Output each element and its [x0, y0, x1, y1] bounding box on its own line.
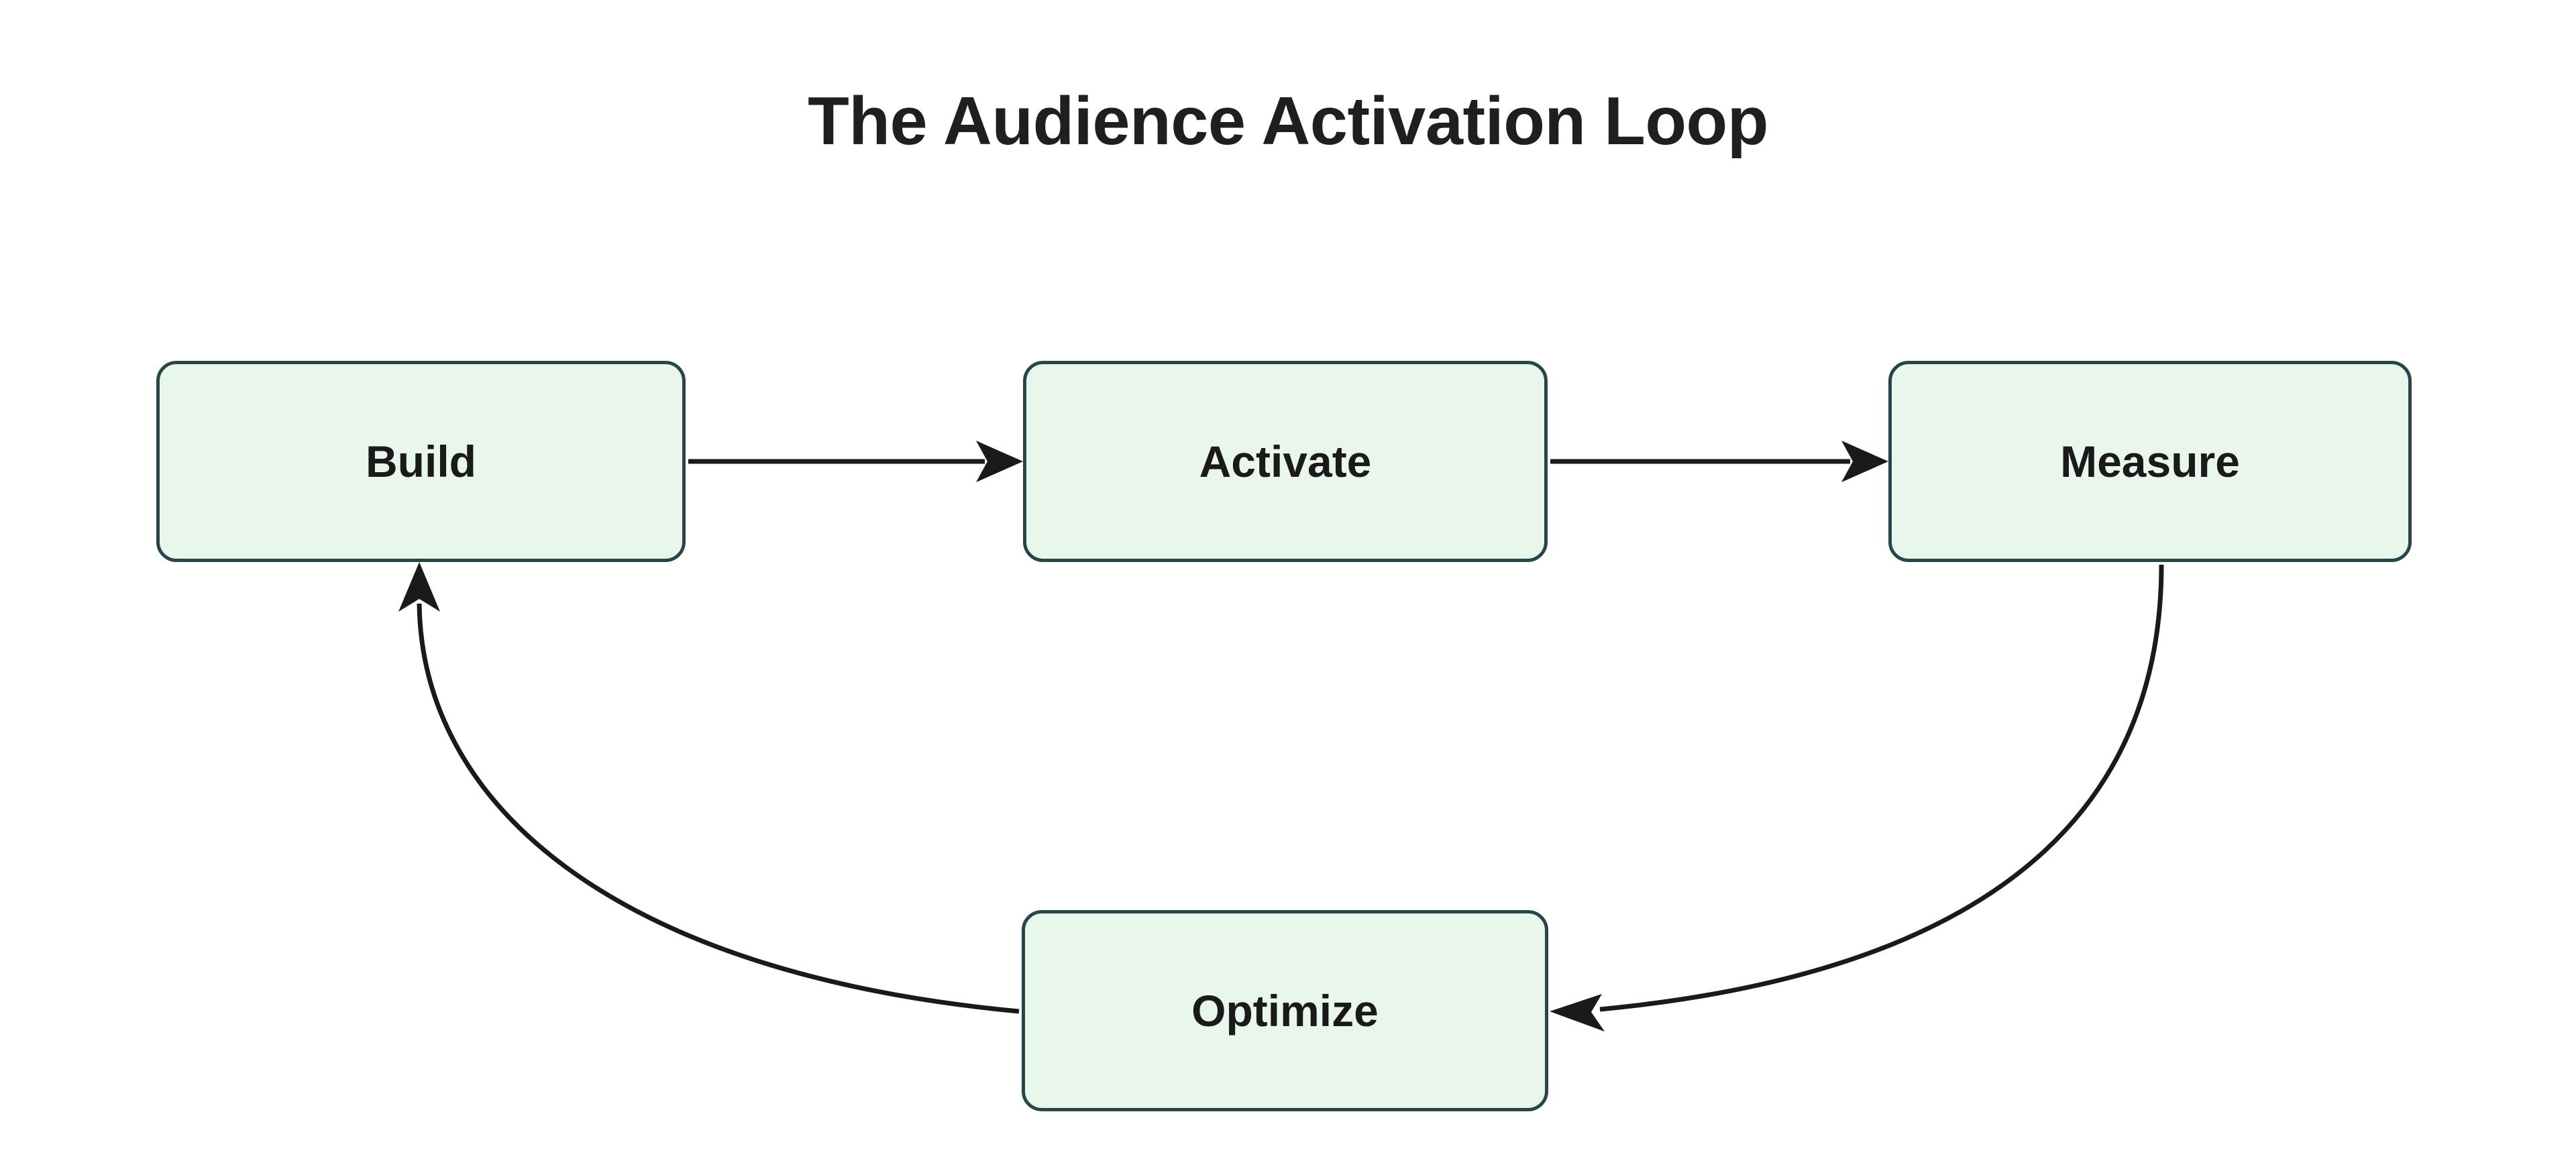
edge-measure-to-optimize [1550, 564, 2164, 1031]
node-measure-label: Measure [2060, 437, 2240, 486]
arrowhead-icon [976, 441, 1023, 482]
node-measure[interactable]: Measure [1888, 361, 2412, 562]
edge-activate-to-measure [1550, 441, 1888, 482]
node-activate[interactable]: Activate [1023, 361, 1548, 562]
page-title: The Audience Activation Loop [808, 84, 1768, 159]
edge-build-to-activate [688, 441, 1023, 482]
node-activate-label: Activate [1199, 437, 1372, 486]
arrowhead-icon [1550, 994, 1605, 1031]
arrowhead-icon [1841, 441, 1888, 482]
edge-optimize-to-build [398, 562, 1020, 1014]
node-build-label: Build [366, 437, 476, 486]
node-optimize[interactable]: Optimize [1022, 910, 1548, 1111]
node-optimize-label: Optimize [1191, 986, 1379, 1036]
arrowhead-icon [398, 562, 440, 612]
node-build[interactable]: Build [156, 361, 686, 562]
